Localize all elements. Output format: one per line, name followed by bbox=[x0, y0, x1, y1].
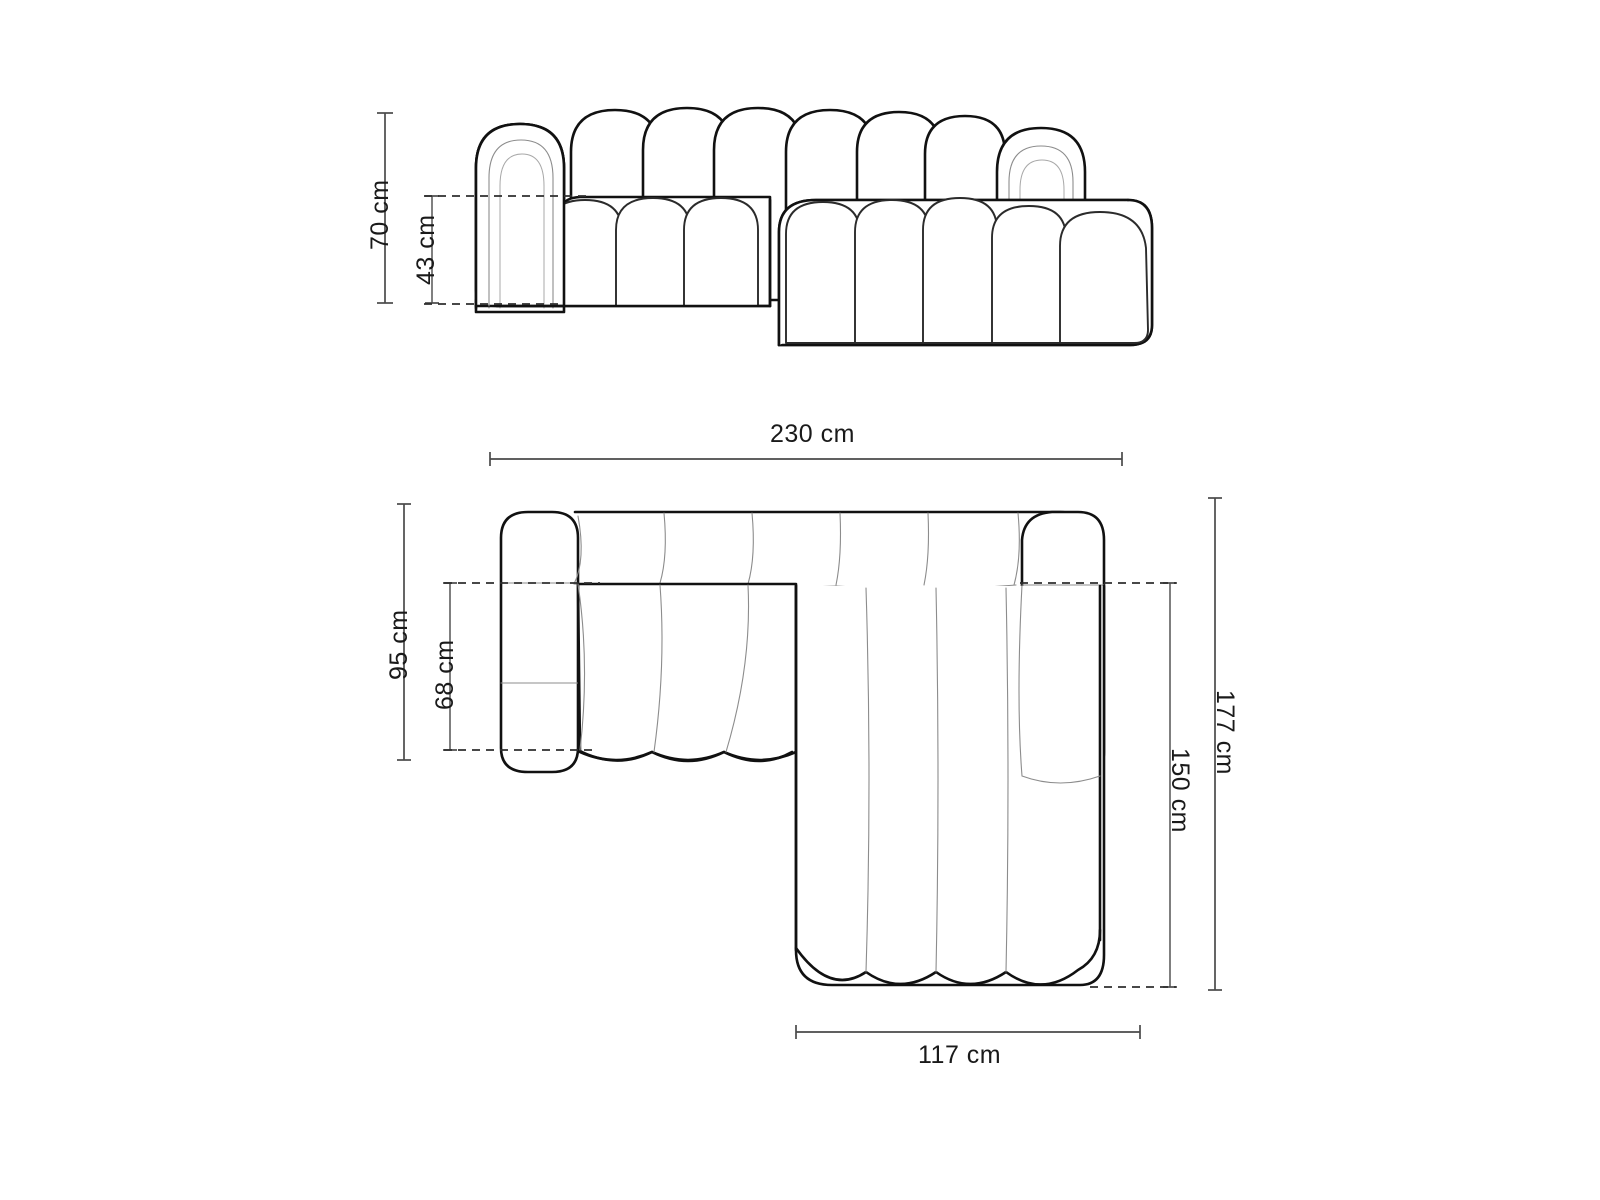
dim-label-length-overall: 177 cm bbox=[1211, 690, 1239, 775]
elevation-right-arm-inner-arch bbox=[1008, 145, 1074, 315]
elevation-seat-cushion-3 bbox=[683, 197, 759, 307]
elevation-right-arm-inner-arch-2 bbox=[1019, 159, 1065, 315]
plan-back-div-4 bbox=[923, 512, 930, 586]
plan-chaise-div-1 bbox=[865, 587, 870, 973]
plan-back-div-0 bbox=[573, 515, 582, 585]
plan-chaise-div-2 bbox=[935, 587, 939, 973]
plan-left-arm bbox=[499, 510, 580, 774]
elevation-chaise-cushion-4 bbox=[991, 205, 1067, 344]
elevation-left-arm-face-seam-2 bbox=[499, 153, 545, 307]
plan-chaise-arm-seam bbox=[1018, 584, 1023, 777]
plan-left-seat-front-scallops bbox=[576, 748, 794, 763]
plan-back-div-3 bbox=[835, 512, 842, 586]
dim-label-chaise-width: 117 cm bbox=[918, 1041, 1002, 1069]
plan-dimensions bbox=[397, 452, 1222, 1039]
plan-view bbox=[499, 510, 1106, 987]
plan-back-div-5 bbox=[1013, 512, 1020, 586]
dim-label-seat-height: 43 cm bbox=[412, 214, 440, 285]
plan-right-arm-bottom-seam bbox=[1021, 775, 1101, 784]
plan-back-div-2 bbox=[747, 512, 754, 585]
elevation-dimensions bbox=[377, 112, 592, 305]
dim-label-depth-overall: 95 cm bbox=[385, 609, 413, 680]
dim-label-chaise-length: 150 cm bbox=[1166, 748, 1194, 833]
plan-back-div-1 bbox=[659, 512, 666, 584]
elevation-seat-body bbox=[474, 122, 1154, 347]
plan-chaise-div-3 bbox=[1005, 587, 1009, 973]
dim-label-height-overall: 70 cm bbox=[366, 179, 394, 250]
elevation-chaise-cushion-5 bbox=[1059, 211, 1149, 344]
elevation-chaise-cushion-2 bbox=[854, 199, 930, 344]
plan-chaise-silhouette bbox=[794, 584, 1106, 987]
dim-label-seat-depth: 68 cm bbox=[431, 639, 459, 710]
plan-seat-div-2 bbox=[725, 584, 750, 753]
dim-label-width-overall: 230 cm bbox=[770, 420, 855, 448]
elevation-view bbox=[474, 106, 1154, 347]
elevation-left-arm-face-seam bbox=[488, 139, 554, 307]
plan-chaise-front-scallops bbox=[794, 928, 1102, 986]
plan-chaise bbox=[794, 584, 1106, 987]
plan-seat-div-1 bbox=[653, 584, 663, 753]
elevation-chaise-cushion-3 bbox=[922, 197, 998, 344]
plan-left-seat-silhouette bbox=[576, 582, 798, 762]
plan-seat-div-0 bbox=[577, 583, 586, 751]
elevation-chaise-cushion-1 bbox=[785, 201, 861, 344]
elevation-seat-cushion-2 bbox=[615, 197, 691, 307]
plan-back-top-edge bbox=[573, 510, 1088, 562]
